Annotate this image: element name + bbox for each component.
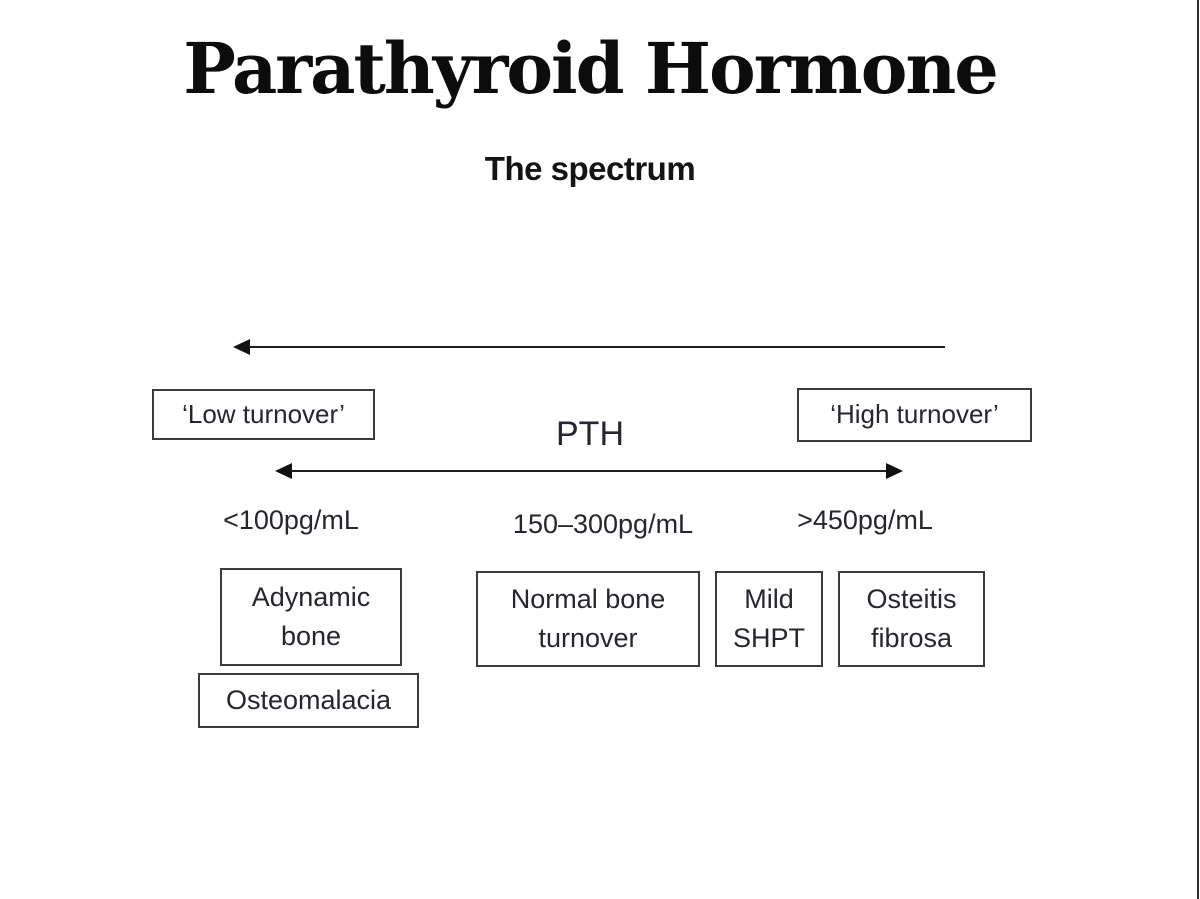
mild-shpt-label: Mild SHPT bbox=[732, 583, 805, 653]
mid-value-label: 150–300pg/mL bbox=[512, 509, 694, 539]
adynamic-bone-box: Adynamic bone bbox=[220, 568, 402, 666]
right-edge-border bbox=[1197, 0, 1199, 899]
pth-label: PTH bbox=[556, 415, 624, 453]
pth-arrow-right-head-icon bbox=[886, 463, 903, 479]
low-turnover-label: ‘Low turnover’ bbox=[182, 398, 345, 429]
osteomalacia-label: Osteomalacia bbox=[225, 684, 392, 715]
top-arrow-line bbox=[249, 346, 945, 348]
osteitis-fibrosa-box: Osteitis fibrosa bbox=[838, 571, 985, 667]
adynamic-bone-label: Adynamic bone bbox=[251, 581, 371, 651]
low-value-label: <100pg/mL bbox=[223, 505, 359, 535]
normal-bone-turnover-box: Normal bone turnover bbox=[476, 571, 700, 667]
pth-arrow-line bbox=[291, 470, 887, 472]
high-turnover-label: ‘High turnover’ bbox=[830, 399, 999, 430]
osteitis-fibrosa-label: Osteitis fibrosa bbox=[866, 583, 957, 653]
page-title: Parathyroid Hormone bbox=[183, 27, 999, 110]
mild-shpt-box: Mild SHPT bbox=[715, 571, 823, 667]
high-value-label: >450pg/mL bbox=[797, 505, 933, 535]
top-arrow-left-head-icon bbox=[233, 339, 250, 355]
low-turnover-box: ‘Low turnover’ bbox=[152, 389, 375, 440]
page-subtitle: The spectrum bbox=[484, 150, 696, 187]
pth-arrow-left-head-icon bbox=[275, 463, 292, 479]
normal-bone-turnover-label: Normal bone turnover bbox=[510, 583, 666, 653]
osteomalacia-box: Osteomalacia bbox=[198, 673, 419, 728]
high-turnover-box: ‘High turnover’ bbox=[797, 388, 1032, 442]
